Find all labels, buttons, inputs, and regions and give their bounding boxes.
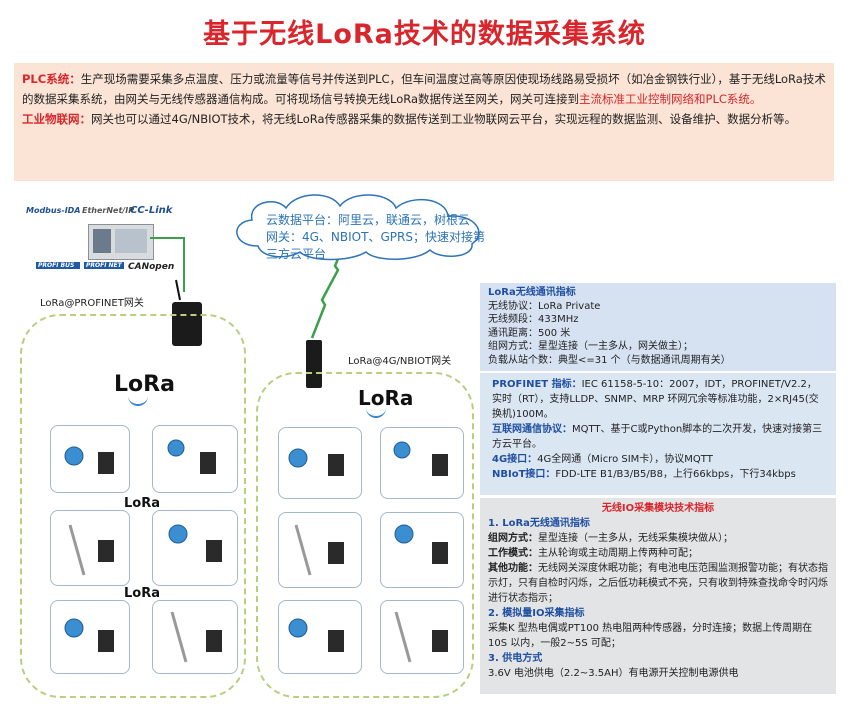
internet-spec-text: MQTT、基于C或Python脚本的二次开发，快速对接第三方云平台。 [492,424,823,450]
io-spec-s3-text: 3.6V 电池供电（2.2~3.5AH）有电源开关控制电源供电 [488,668,739,679]
cloud-line-1: 云数据平台：阿里云，联通云，树根云 [266,213,471,227]
cclink-logo: CC-Link [130,205,173,216]
io-spec-panel: 无线IO采集模块技术指标 1. LoRa无线通讯指标 组网方式：星型连接（一主多… [480,498,836,694]
sensor-cell [152,600,238,674]
gateway-spec-panel: PROFINET 指标：IEC 61158-5-10：2007，IDT，PROF… [480,373,836,495]
4g-spec-label: 4G接口： [492,454,538,465]
profinet-logo: PROFI NET [84,262,124,269]
io-mode: 工作模式：主从轮询或主动周期上传两种可配； [488,546,828,561]
nbiot-spec-label: NBIoT接口： [492,469,556,480]
sensor-cell [278,512,362,588]
lora-logo-right: LoRa [358,386,414,410]
wifi-icon [128,396,148,406]
lora-spec-line: 无线协议：LoRa Private [488,300,601,312]
nbiot-spec: NBIoT接口：FDD-LTE B1/B3/B5/B8，上行66kbps，下行3… [492,467,824,482]
sensor-cell [50,510,130,586]
lora-spec-line: 通讯距离：500 米 [488,327,571,339]
io-network-text: 星型连接（一主多从，无线采集模块做从）； [538,533,733,544]
internet-spec-label: 互联网通信协议： [492,424,572,435]
wireless-uplink-icon [310,234,350,339]
sensor-cell [380,427,464,499]
profinet-spec-text: IEC 61158-5-10：2007，IDT，PROFINET/V2.2，实时… [492,379,819,420]
lora-spec-panel: LoRa无线通讯指标 无线协议：LoRa Private 无线频段：433MHz… [480,283,836,371]
lora-logo-small: LoRa [124,586,160,601]
plc-gateway-link [150,237,185,292]
antenna-icon [175,279,181,301]
cloud-text: 云数据平台：阿里云，联通云，树根云 网关：4G、NBIOT、GPRS；快速对接第… [266,212,488,263]
modbus-logo: Modbus-IDA [26,206,81,215]
4g-gateway-device [306,340,322,388]
io-other: 其他功能：无线网关深度休眠功能；有电池电压范围监测报警功能；有状态指示灯，只有自… [488,561,828,606]
sensor-cell [380,600,464,674]
sensor-cell [278,600,362,674]
nbiot-spec-text: FDD-LTE B1/B3/B5/B8，上行66kbps，下行34kbps [555,469,796,480]
intro-section: PLC系统：生产现场需要采集多点温度、压力或流量等信号并传送到PLC，但车间温度… [14,63,834,181]
sensor-cell [50,600,130,674]
canopen-logo: CANopen [128,262,175,272]
plc-label: PLC系统： [22,72,81,86]
4g-spec: 4G接口：4G全网通（Micro SIM卡），协议MQTT [492,452,824,467]
lora-logo-small: LoRa [124,496,160,511]
iot-text: 网关也可以通过4G/NBIOT技术，将无线LoRa传感器采集的数据传送到工业物联… [91,112,797,126]
cloud-line-2: 网关：4G、NBIOT、GPRS；快速对接第三方云平台 [266,230,485,261]
io-other-label: 其他功能： [488,563,538,574]
profinet-gateway-device [172,302,202,346]
plc-icon [88,224,154,260]
io-spec-s2-heading: 2. 模拟量IO采集指标 [488,608,585,619]
plc-text: 生产现场需要采集多点温度、压力或流量等信号并传送到PLC，但车间温度过高等原因使… [22,72,826,106]
wifi-icon [366,408,386,418]
io-mode-label: 工作模式： [488,548,538,559]
iot-label: 工业物联网： [22,112,91,126]
io-other-text: 无线网关深度休眠功能；有电池电压范围监测报警功能；有状态指示灯，只有自检时闪烁，… [488,563,828,604]
lora-zone-right [256,372,474,698]
lora-logo-left: LoRa [114,372,175,397]
plc-paragraph: PLC系统：生产现场需要采集多点温度、压力或流量等信号并传送到PLC，但车间温度… [22,69,826,109]
profibus-logo: PROFI BUS [36,262,80,269]
sensor-cell [152,425,238,493]
lora-spec-line: 负载从站个数：典型<=31 个（与数据通讯周期有关） [488,354,731,366]
lora-spec-heading: LoRa无线通讯指标 [488,287,576,298]
sensor-cell [278,427,362,499]
io-spec-title: 无线IO采集模块技术指标 [601,503,715,514]
profinet-spec: PROFINET 指标：IEC 61158-5-10：2007，IDT，PROF… [492,377,824,422]
io-spec-s1-heading: 1. LoRa无线通讯指标 [488,518,590,529]
internet-spec: 互联网通信协议：MQTT、基于C或Python脚本的二次开发，快速对接第三方云平… [492,422,824,452]
lora-zone-left [20,314,246,698]
io-network: 组网方式：星型连接（一主多从，无线采集模块做从）； [488,531,828,546]
plc-highlight: 主流标准工业控制网络和PLC系统。 [579,92,762,106]
io-mode-text: 主从轮询或主动周期上传两种可配； [538,548,698,559]
iot-paragraph: 工业物联网：网关也可以通过4G/NBIOT技术，将无线LoRa传感器采集的数据传… [22,109,826,129]
io-spec-s2-text: 采集K 型热电偶或PT100 热电阻两种传感器，分时连接；数据上传周期在10S … [488,623,813,649]
cloud-icon [236,194,480,261]
4g-spec-text: 4G全网通（Micro SIM卡），协议MQTT [537,454,713,465]
profinet-gateway-label: LoRa@PROFINET网关 [40,298,144,309]
io-network-label: 组网方式： [488,533,538,544]
sensor-cell [152,510,238,586]
sensor-cell [50,425,130,493]
io-spec-s3-heading: 3. 供电方式 [488,653,543,664]
sensor-cell [380,512,464,588]
lora-spec-line: 无线频段：433MHz [488,314,579,325]
ethernetip-logo: EtherNet/IP [82,206,135,215]
page-title: 基于无线LoRa技术的数据采集系统 [203,19,646,50]
lora-spec-line: 组网方式：星型连接（一主多从，网关做主）； [488,341,693,352]
4g-gateway-label: LoRa@4G/NBIOT网关 [348,356,452,367]
profinet-spec-label: PROFINET 指标： [492,379,582,390]
